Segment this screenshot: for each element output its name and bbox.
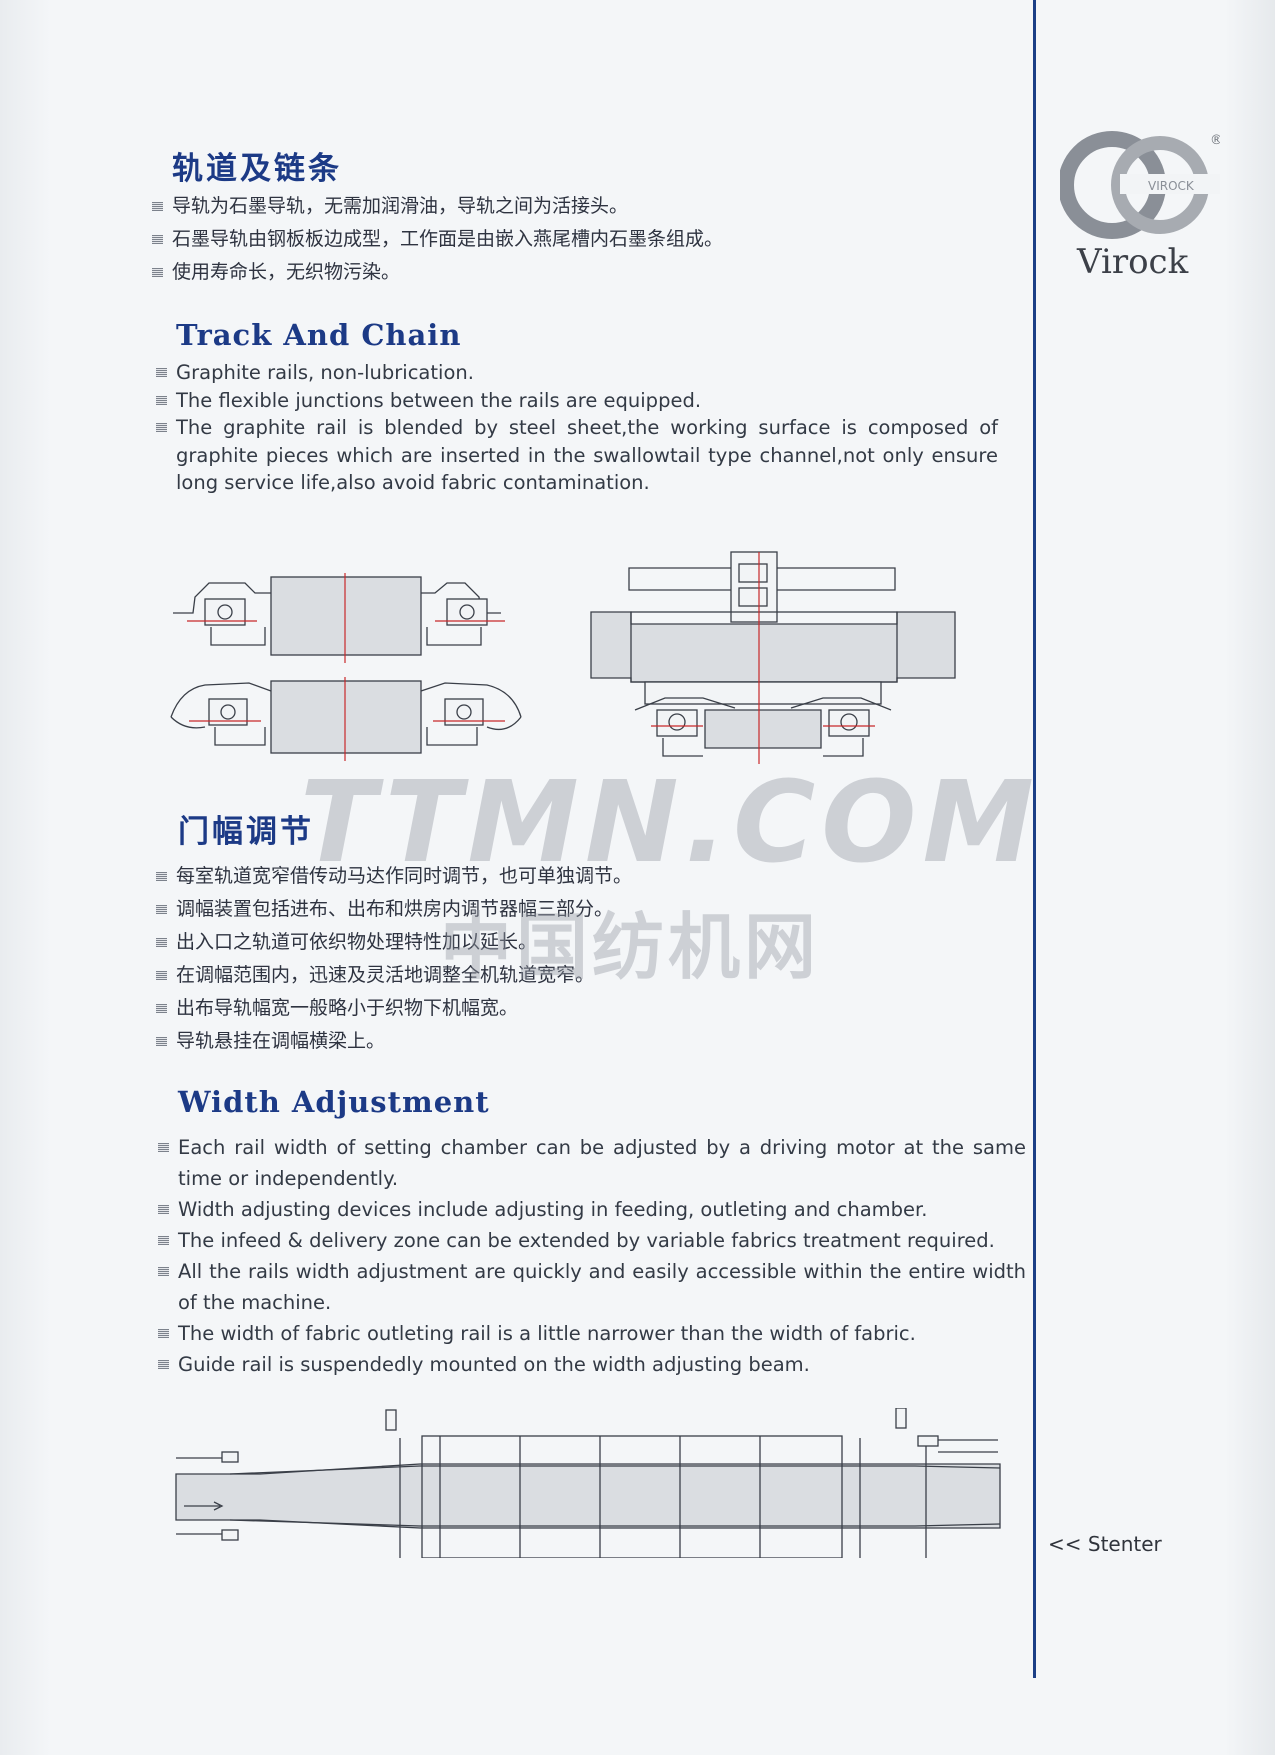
rail-beam-assembly-diagram bbox=[590, 551, 956, 764]
list-item: The width of fabric outleting rail is a … bbox=[158, 1318, 1026, 1349]
registered-mark: ® bbox=[1210, 133, 1220, 148]
list-item: 导轨悬挂在调幅横梁上。 bbox=[156, 1025, 916, 1058]
brand-logo: VIROCK ® Virock bbox=[1055, 130, 1235, 290]
watermark-text: TTMN.COM bbox=[300, 758, 1040, 888]
width-bullets-en: Each rail width of setting chamber can b… bbox=[158, 1132, 1026, 1380]
track-title-en: Track And Chain bbox=[176, 318, 462, 352]
width-title-zh: 门幅调节 bbox=[178, 814, 314, 850]
width-bullets-zh: 每室轨道宽窄借传动马达作同时调节，也可单独调节。 调幅装置包括进布、出布和烘房内… bbox=[156, 860, 916, 1058]
brand-name: Virock bbox=[1077, 242, 1189, 282]
list-item: 使用寿命长，无织物污染。 bbox=[152, 256, 912, 289]
rail-cross-section-diagram bbox=[170, 573, 522, 761]
track-bullets-en: Graphite rails, non-lubrication. The fle… bbox=[156, 359, 998, 497]
virock-logo-icon: VIROCK ® bbox=[1060, 131, 1220, 239]
list-item: 导轨为石墨导轨，无需加润滑油，导轨之间为活接头。 bbox=[152, 190, 912, 223]
list-item: Guide rail is suspendedly mounted on the… bbox=[158, 1349, 1026, 1380]
list-item: 出布导轨幅宽一般略小于织物下机幅宽。 bbox=[156, 992, 916, 1025]
list-item: All the rails width adjustment are quick… bbox=[158, 1256, 1026, 1318]
list-item: The flexible junctions between the rails… bbox=[156, 387, 998, 415]
logo-mark-text: VIROCK bbox=[1148, 179, 1195, 193]
list-item: 在调幅范围内，迅速及灵活地调整全机轨道宽窄。 bbox=[156, 959, 916, 992]
stenter-plan-diagram bbox=[175, 1408, 1001, 1558]
list-item: 石墨导轨由钢板板边成型，工作面是由嵌入燕尾槽内石墨条组成。 bbox=[152, 223, 912, 256]
list-item: The infeed & delivery zone can be extend… bbox=[158, 1225, 1026, 1256]
upper-rail-section bbox=[173, 573, 505, 663]
width-title-en: Width Adjustment bbox=[178, 1085, 490, 1119]
lower-rail-section bbox=[170, 677, 522, 761]
list-item: Width adjusting devices include adjustin… bbox=[158, 1194, 1026, 1225]
list-item: Graphite rails, non-lubrication. bbox=[156, 359, 998, 387]
watermark-text-zh: 中国纺机网 bbox=[440, 905, 821, 989]
section-tag-stenter: << Stenter bbox=[1048, 1532, 1162, 1556]
track-bullets-zh: 导轨为石墨导轨，无需加润滑油，导轨之间为活接头。 石墨导轨由钢板板边成型，工作面… bbox=[152, 190, 912, 289]
list-item: 出入口之轨道可依织物处理特性加以延长。 bbox=[156, 926, 916, 959]
track-title-zh: 轨道及链条 bbox=[172, 151, 342, 187]
list-item: 每室轨道宽窄借传动马达作同时调节，也可单独调节。 bbox=[156, 860, 916, 893]
side-rule bbox=[1033, 0, 1036, 1678]
list-item: The graphite rail is blended by steel sh… bbox=[156, 414, 998, 497]
list-item: 调幅装置包括进布、出布和烘房内调节器幅三部分。 bbox=[156, 893, 916, 926]
list-item: Each rail width of setting chamber can b… bbox=[158, 1132, 1026, 1194]
